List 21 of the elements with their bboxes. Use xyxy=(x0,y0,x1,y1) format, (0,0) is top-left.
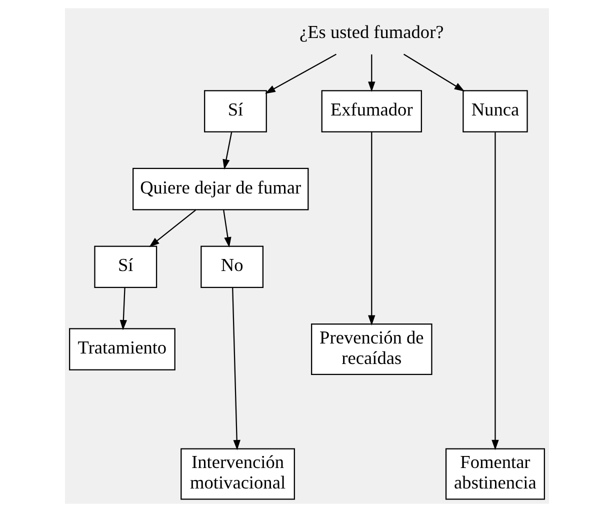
arrow xyxy=(148,210,196,248)
arrow xyxy=(403,54,464,92)
node-box: Sí xyxy=(204,90,266,132)
node-box: Exfumador xyxy=(320,90,422,132)
arrow xyxy=(232,288,240,450)
arrow xyxy=(368,132,375,326)
node-box: Nunca xyxy=(462,90,528,132)
arrow xyxy=(119,288,127,330)
node-box: No xyxy=(200,246,264,288)
arrow xyxy=(222,210,231,248)
node-box: Fomentar abstinencia xyxy=(444,448,544,500)
arrow xyxy=(491,132,498,450)
node-box: Prevención de recaídas xyxy=(310,324,432,375)
node-text: ¿Es usted fumador? xyxy=(299,22,444,42)
node-box: Quiere dejar de fumar xyxy=(132,168,308,210)
node-box: Intervención motivacional xyxy=(180,448,294,500)
node-box: Sí xyxy=(94,246,157,288)
arrow xyxy=(368,54,375,92)
arrow xyxy=(222,132,232,170)
arrow xyxy=(264,54,336,94)
node-box: Tratamiento xyxy=(68,328,175,370)
